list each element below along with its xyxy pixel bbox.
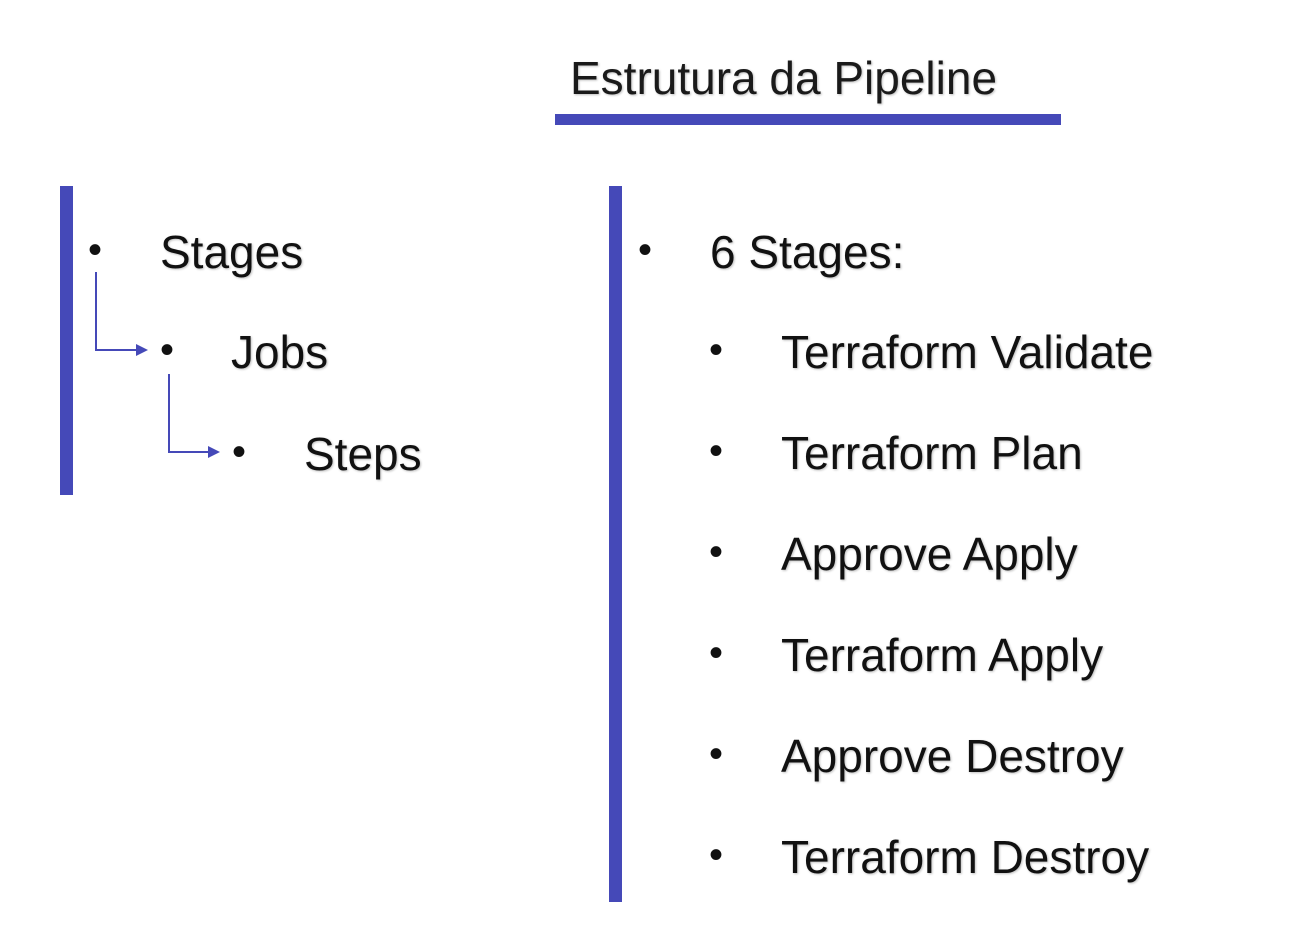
- stage-item-approve-apply: Approve Apply: [781, 528, 1078, 580]
- stage-item-terraform-destroy: Terraform Destroy: [781, 831, 1150, 883]
- stage-bullet: •: [709, 833, 724, 877]
- arrow-stages-to-jobs: [95, 272, 148, 356]
- title-underline: [555, 114, 1061, 125]
- stage-item-terraform-apply: Terraform Apply: [781, 629, 1104, 681]
- stage-bullet: •: [709, 631, 724, 675]
- stage-bullet: •: [709, 530, 724, 574]
- hierarchy-steps: Steps: [304, 428, 422, 480]
- hierarchy-bullet-stages: •: [88, 228, 103, 272]
- stages-heading-bullet: •: [638, 228, 653, 272]
- slide-title: Estrutura da Pipeline: [570, 52, 998, 104]
- stages-heading: 6 Stages:: [710, 226, 905, 278]
- hierarchy-stages: Stages: [160, 226, 304, 278]
- hierarchy-bullet-steps: •: [232, 430, 247, 474]
- stage-item-terraform-plan: Terraform Plan: [781, 427, 1083, 479]
- stage-bullet: •: [709, 328, 724, 372]
- hierarchy-jobs: Jobs: [231, 326, 329, 378]
- stage-bullet: •: [709, 732, 724, 776]
- right-column-bar: [609, 186, 622, 902]
- arrow-jobs-to-steps: [168, 374, 220, 458]
- hierarchy-bullet-jobs: •: [160, 328, 175, 372]
- stage-item-approve-destroy: Approve Destroy: [781, 730, 1124, 782]
- stage-bullet: •: [709, 429, 724, 473]
- stage-item-terraform-validate: Terraform Validate: [781, 326, 1154, 378]
- left-column-bar: [60, 186, 73, 495]
